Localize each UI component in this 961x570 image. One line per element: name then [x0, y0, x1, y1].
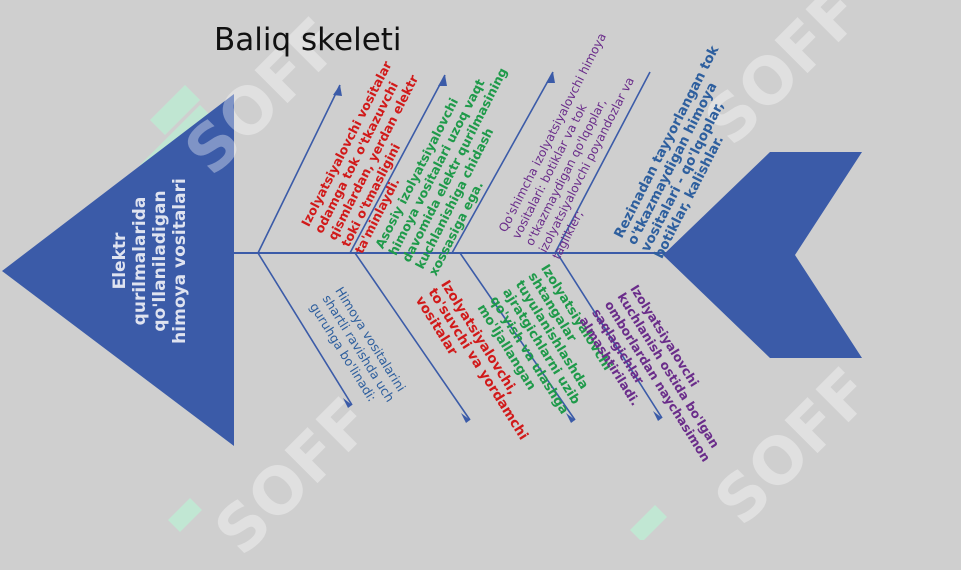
arrowheads — [333, 72, 662, 423]
fishbone-skeleton — [2, 71, 862, 540]
fish-head-label: Elektr qurilmalarida qo'llaniladigan him… — [110, 178, 190, 344]
fish-tail — [663, 152, 862, 358]
top-bones — [257, 71, 651, 254]
bottom-bones — [257, 252, 663, 421]
page-title: Baliq skeleti — [214, 22, 402, 58]
fish-head — [2, 94, 234, 446]
fishbone-diagram: SOFF SOFF SOFF SOFF Baliq skeleti Elektr… — [2, 0, 887, 570]
